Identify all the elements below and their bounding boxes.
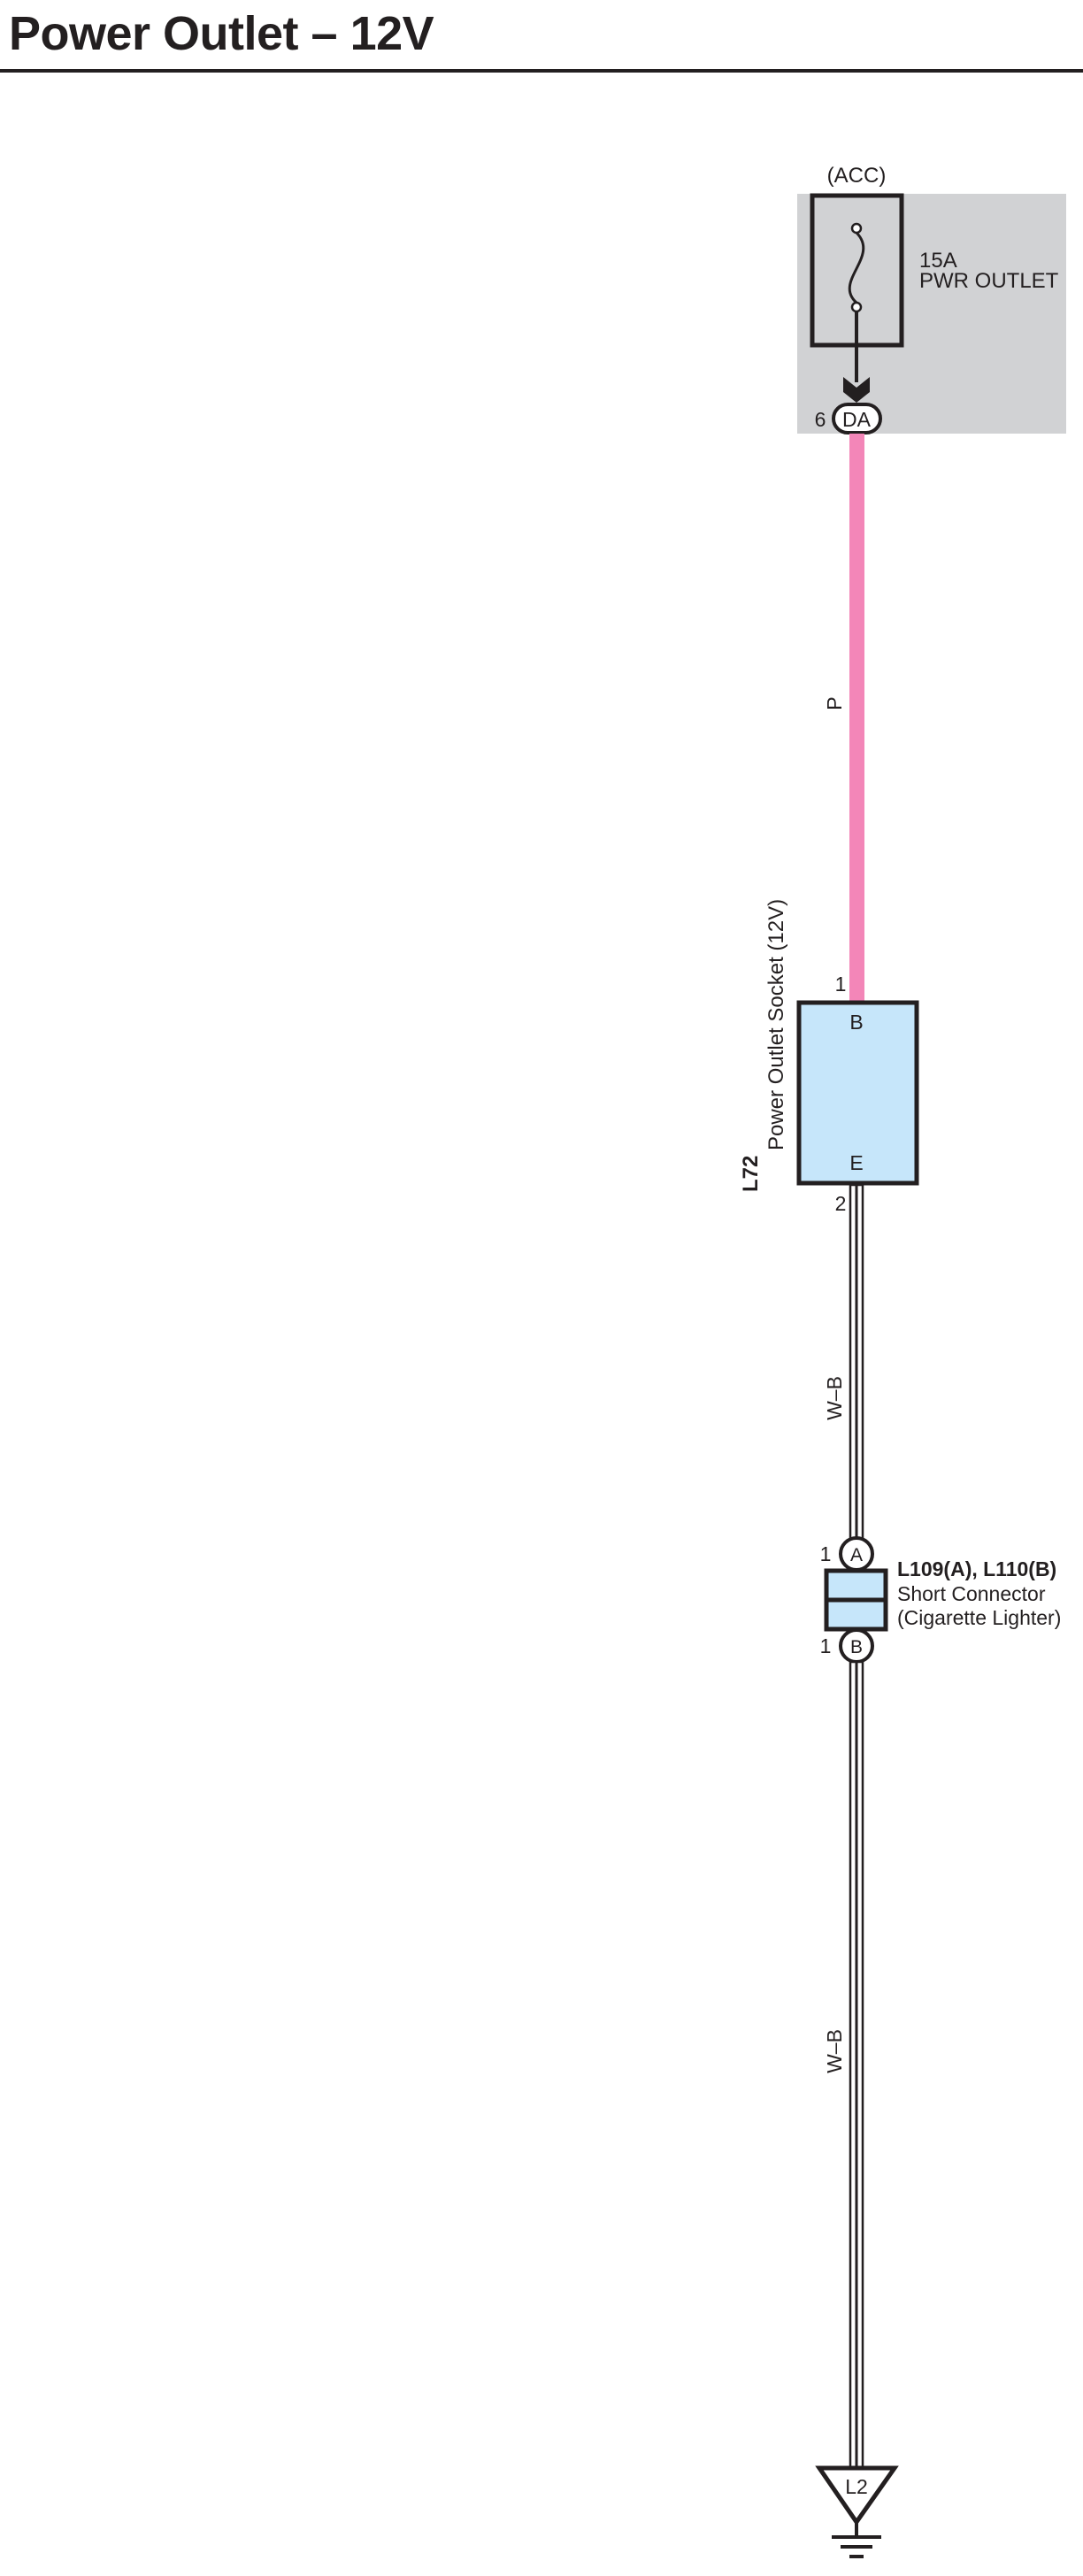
ground-point: L2 <box>815 2465 899 2558</box>
power-source-label: (ACC) <box>827 164 887 188</box>
short-connector-b-letter: B <box>850 1637 863 1657</box>
power-wire: P <box>823 434 864 1003</box>
socket-pin-top: 1 <box>835 973 847 996</box>
socket-code: L72 <box>739 1156 763 1192</box>
short-connector-a-letter: A <box>850 1545 863 1565</box>
power-wire-line <box>849 434 864 1003</box>
socket-terminal-bottom: E <box>849 1151 863 1174</box>
header: Power Outlet – 12V <box>0 0 1083 73</box>
short-connector: A 1 B 1 L109(A), L110(B) Short Connector… <box>820 1536 1061 1664</box>
fuse-connector <box>832 403 882 434</box>
socket-body <box>796 1000 919 1186</box>
fuse-name: PWR OUTLET <box>919 269 1059 293</box>
fuse-block: (ACC) 15A PWR OUTLET DA 6 <box>797 164 1066 434</box>
short-connector-code: L109(A), L110(B) <box>897 1557 1056 1580</box>
fuse-rating: 15A <box>919 249 957 273</box>
ground-wire-2: W–B <box>823 1660 864 2470</box>
ground-wire-1-color-code: W–B <box>823 1376 846 1420</box>
ground-wire-1: W–B <box>823 1183 864 1556</box>
fuse-icon <box>848 222 865 313</box>
short-connector-description: (Cigarette Lighter) <box>897 1606 1061 1629</box>
page-title: Power Outlet – 12V <box>9 7 434 60</box>
socket-name: Power Outlet Socket (12V) <box>764 899 788 1150</box>
ground-code: L2 <box>845 2475 868 2498</box>
fuse-box-background <box>797 194 1066 434</box>
short-connector-pin-a: 1 <box>820 1542 832 1565</box>
fuse-connector-arrow-icon <box>843 377 870 403</box>
short-connector-pin-b: 1 <box>820 1634 832 1657</box>
socket-terminal-top: B <box>849 1011 863 1034</box>
power-wire-color-code: P <box>823 696 846 710</box>
ground-wire-2-color-code: W–B <box>823 2029 846 2073</box>
fuse-connector-pin: 6 <box>815 408 826 431</box>
short-connector-name: Short Connector <box>897 1582 1046 1605</box>
power-outlet-socket: 1 B E 2 L72 Power Outlet Socket (12V) <box>739 899 919 1215</box>
socket-pin-bottom: 2 <box>835 1192 847 1215</box>
ground-triangle-icon <box>815 2465 899 2526</box>
fuse-connector-code: DA <box>842 408 872 431</box>
ground-symbol-icon <box>832 2522 881 2558</box>
